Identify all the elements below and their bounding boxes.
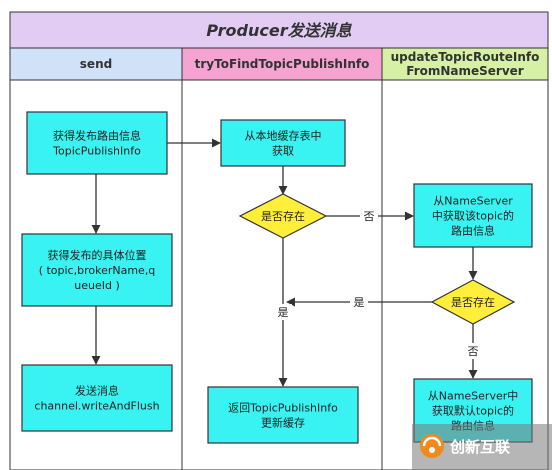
lane-header-update: [381, 47, 549, 81]
node-shape: [220, 119, 346, 167]
edge-label-bg: [274, 304, 292, 320]
node-get-route: 获得发布路由信息 TopicPublishInfo: [26, 111, 168, 175]
lane-header-try: [181, 47, 383, 81]
decision-shape: [238, 193, 328, 239]
node-shape: [413, 183, 533, 248]
text-line: updateTopicRouteInfo: [391, 50, 540, 64]
text-line: 获取: [272, 145, 294, 158]
node-shape: [207, 386, 359, 444]
text-line: 从NameServer: [433, 195, 513, 208]
decision-exists-1: 是否存在: [238, 193, 328, 239]
diagram-title: Producer发送消息: [206, 21, 352, 40]
chuangxin-logo-icon: [420, 434, 444, 458]
text-line: ( topic,brokerName,q: [39, 264, 156, 277]
edge-label-bg: [350, 294, 368, 310]
text-line: TopicPublishInfo: [52, 145, 141, 158]
watermark: 创新互联: [412, 424, 552, 470]
text-line: 从本地缓存表中: [245, 129, 322, 143]
text-line: channel.writeAndFlush: [34, 400, 159, 413]
text-line: 获得发布路由信息: [53, 129, 141, 143]
edge-label-bg: [464, 343, 482, 359]
decision-exists-2: 是否存在: [430, 279, 516, 325]
text-line: ueueId ): [74, 279, 120, 292]
node-send-message: 发送消息 channel.writeAndFlush: [21, 364, 173, 432]
text-line: FromNameServer: [406, 64, 524, 78]
text-line: 更新缓存: [261, 416, 305, 430]
text-line: tryToFindTopicPublishInfo: [195, 57, 370, 71]
edge-label-bg: [360, 208, 378, 224]
text-line: 返回TopicPublishInfo: [228, 402, 338, 415]
node-get-position: 获得发布的具体位置 ( topic,brokerName,q ueueId ): [21, 233, 173, 307]
text-line: 路由信息: [451, 224, 495, 238]
watermark-text: 创新互联: [449, 438, 511, 456]
node-shape: [21, 364, 173, 432]
text-line: 获取默认topic的: [432, 404, 514, 418]
text-line: send: [80, 57, 112, 71]
decision-shape: [430, 279, 516, 325]
lane-header-send: [9, 47, 183, 81]
edge-label-yes-left: 是: [354, 296, 365, 309]
text-line: 是否存在: [451, 295, 495, 309]
node-shape: [26, 111, 168, 175]
text-line: 获得发布的具体位置: [48, 248, 147, 262]
lane-title-try: tryToFindTopicPublishInfo: [195, 57, 370, 71]
lane-title-send: send: [80, 57, 112, 71]
text-line: 是否存在: [261, 209, 305, 223]
node-shape: [21, 233, 173, 307]
text-line: 中获取该topic的: [432, 209, 514, 223]
edge-label-yes-down: 是: [278, 306, 289, 319]
edge-label-no-2: 否: [468, 345, 479, 358]
edge-label-no-1: 否: [364, 210, 375, 223]
text-line: 发送消息: [75, 384, 119, 398]
title-band: [9, 11, 549, 49]
text-line: 从NameServer中: [428, 390, 519, 403]
